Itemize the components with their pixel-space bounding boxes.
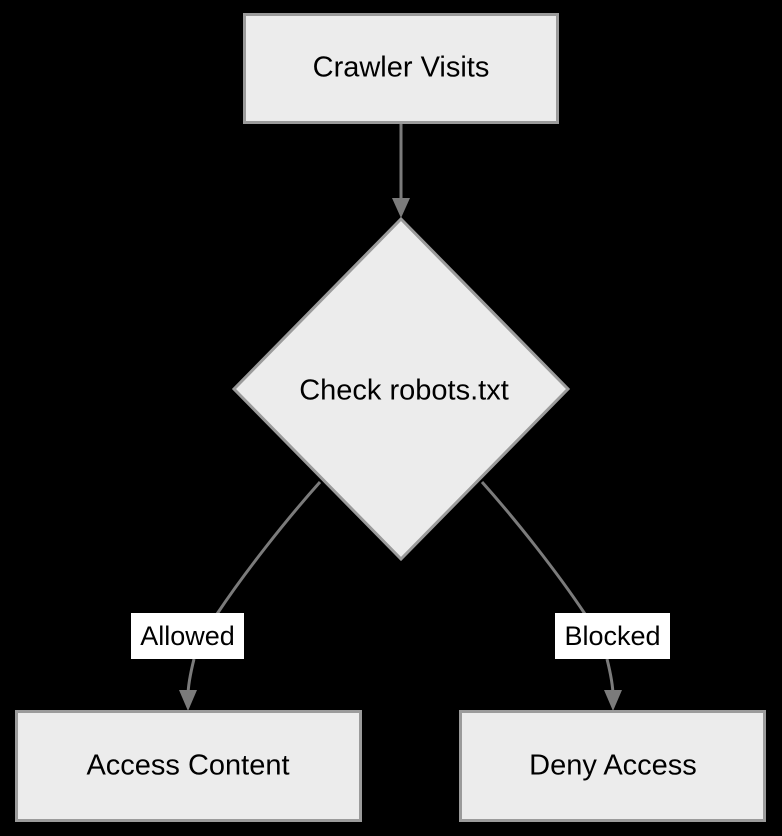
edge-label-allowed-background bbox=[131, 613, 244, 659]
edge-crawler-to-check bbox=[392, 123, 410, 218]
node-deny-access[interactable]: Deny Access bbox=[459, 710, 766, 822]
node-deny-access-label: Deny Access bbox=[529, 750, 697, 782]
edge-label-blocked-text: Blocked bbox=[564, 621, 660, 651]
node-crawler-visits[interactable]: Crawler Visits bbox=[243, 13, 559, 124]
node-access-content[interactable]: Access Content bbox=[15, 710, 362, 822]
edge-check-to-access-arrowhead bbox=[179, 690, 197, 711]
node-check-robots[interactable]: Check robots.txt bbox=[231, 216, 571, 562]
edge-check-to-access bbox=[179, 480, 322, 711]
node-access-content-shape[interactable] bbox=[15, 710, 362, 822]
edge-crawler-to-check-arrowhead bbox=[392, 198, 410, 218]
node-crawler-visits-label: Crawler Visits bbox=[313, 52, 490, 84]
edge-label-blocked: Blocked bbox=[555, 613, 670, 659]
node-access-content-label: Access Content bbox=[86, 750, 289, 782]
edge-label-blocked-background bbox=[555, 613, 670, 659]
edge-label-allowed: Allowed bbox=[131, 613, 244, 659]
node-check-robots-shape[interactable] bbox=[231, 216, 571, 562]
node-check-robots-label: Check robots.txt bbox=[299, 375, 509, 407]
edge-check-to-deny-line-upper bbox=[480, 480, 587, 615]
node-crawler-visits-shape[interactable] bbox=[243, 13, 559, 124]
node-deny-access-shape[interactable] bbox=[459, 710, 766, 822]
edge-check-to-deny bbox=[480, 480, 622, 711]
edge-check-to-access-line-upper bbox=[215, 480, 322, 615]
edge-check-to-deny-arrowhead bbox=[604, 690, 622, 711]
edge-label-allowed-text: Allowed bbox=[140, 621, 235, 651]
